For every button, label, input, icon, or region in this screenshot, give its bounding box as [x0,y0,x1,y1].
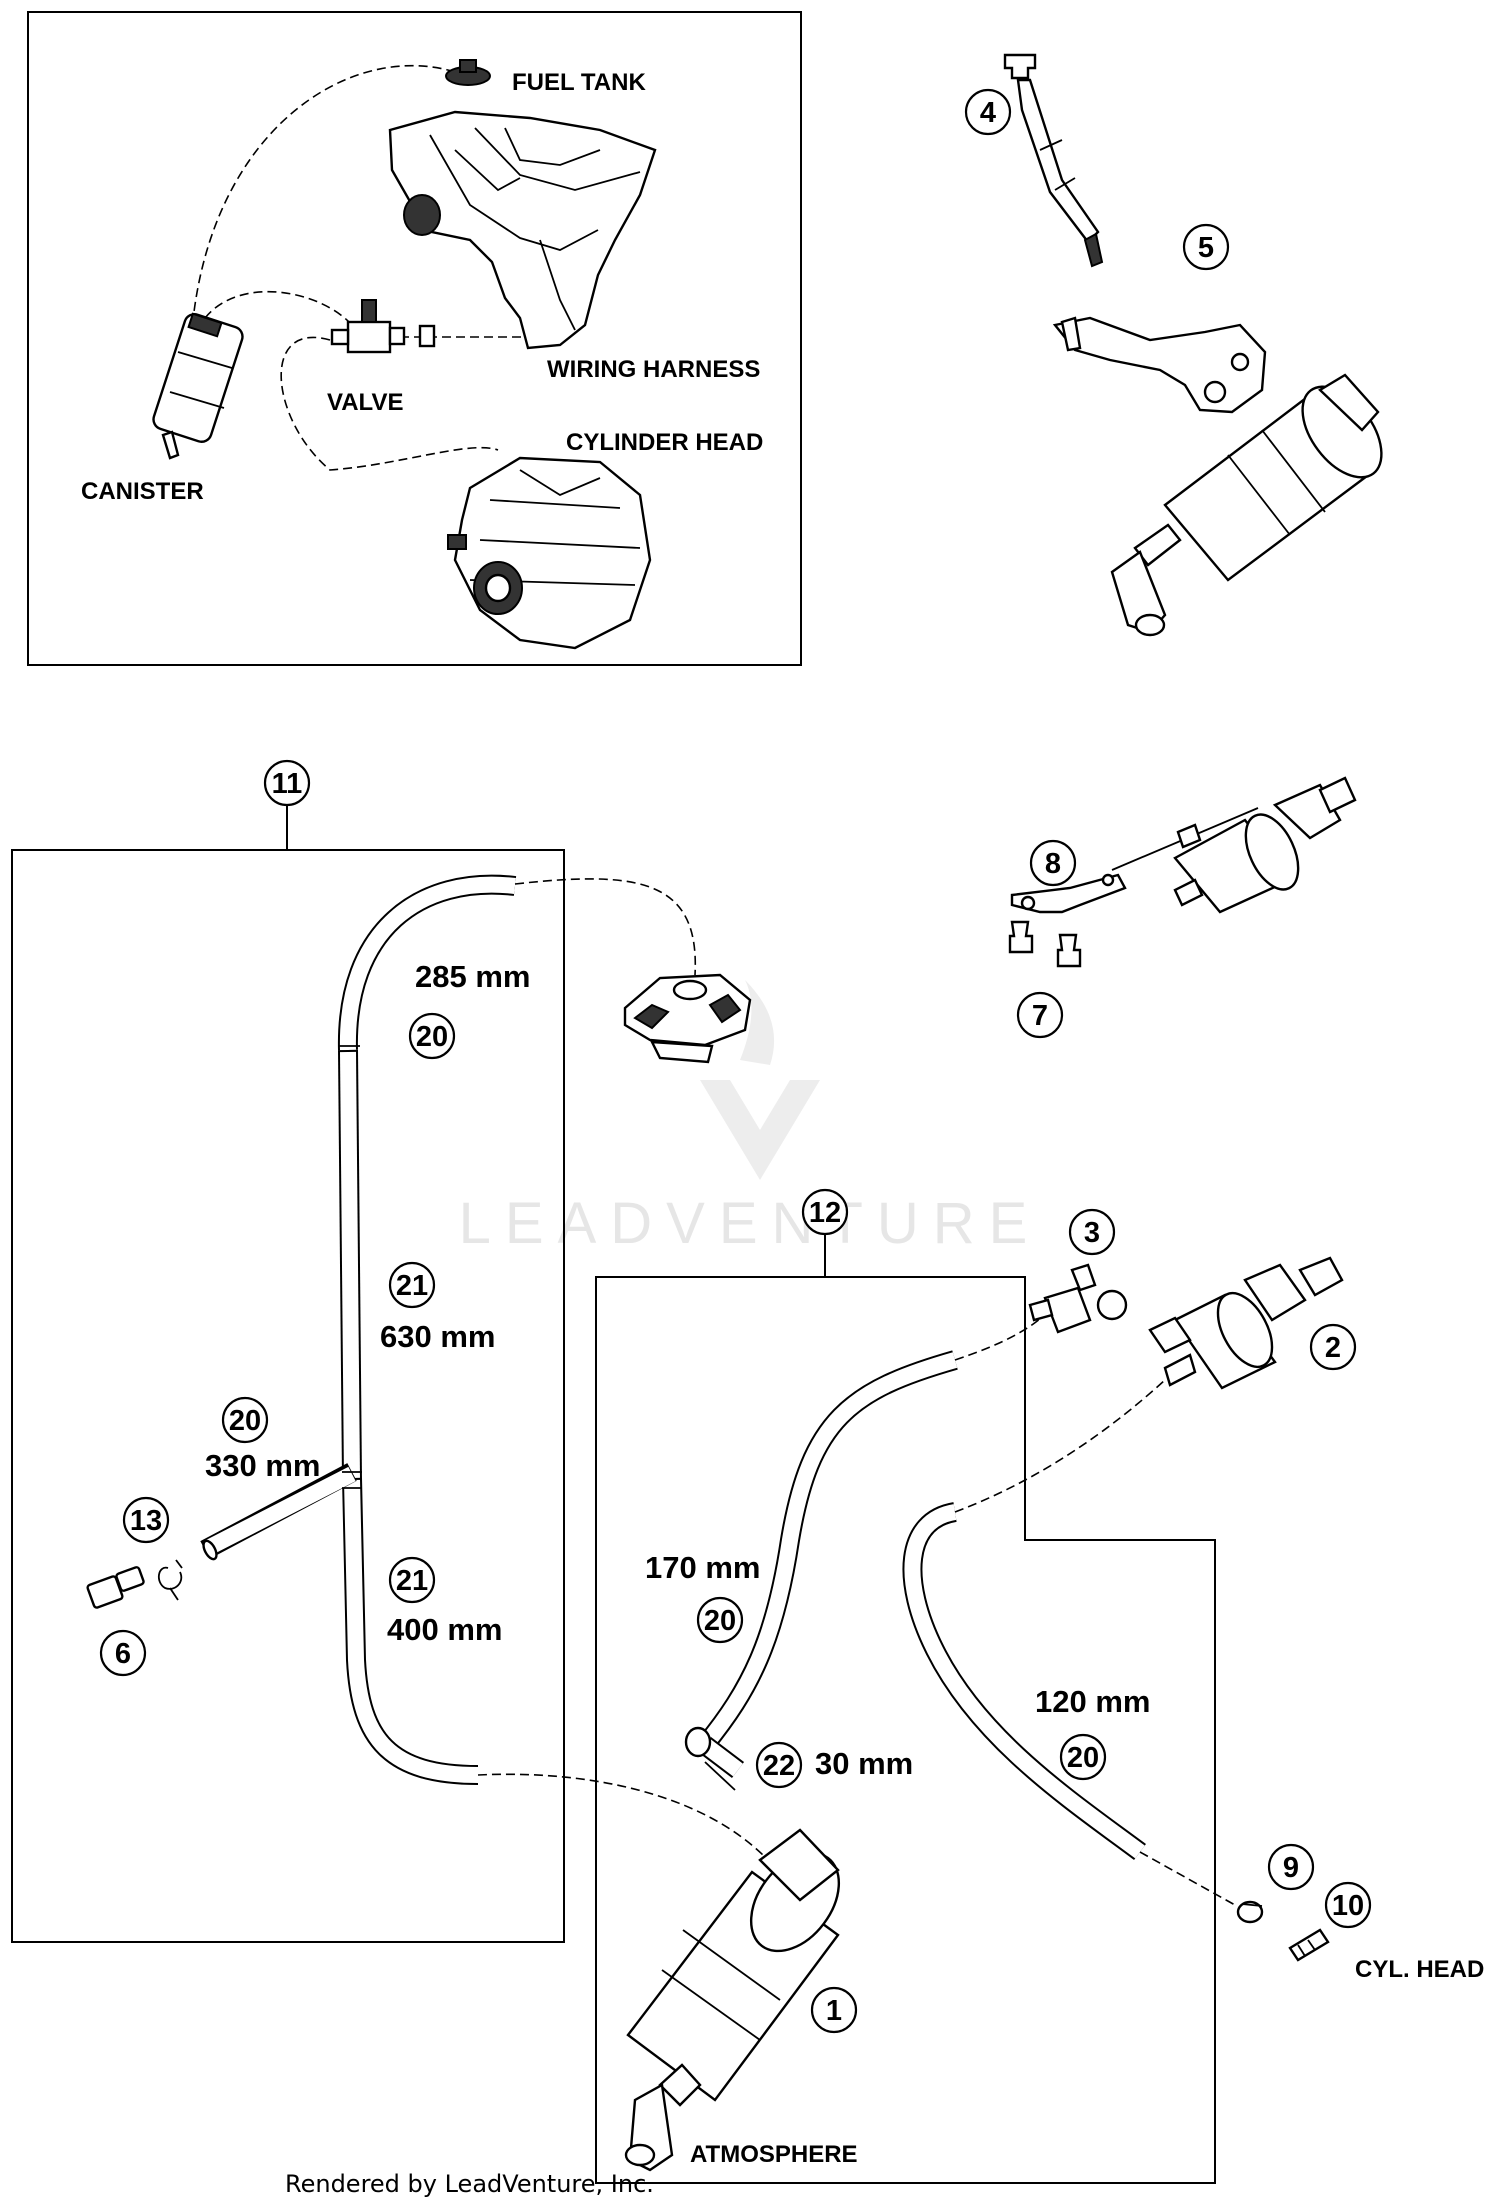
svg-text:20: 20 [416,1021,448,1053]
callout-20-330: 20 [221,1396,269,1444]
svg-text:8: 8 [1045,848,1061,880]
cyl-head-label: CYL. HEAD [1355,1956,1484,1983]
overview-panel: FUEL TANK CANISTER VALVE WIRING HARNESS [27,11,802,666]
svg-text:9: 9 [1283,1852,1299,1884]
dim-170: 170 mm [645,1550,760,1585]
svg-text:6: 6 [115,1638,131,1670]
svg-text:20: 20 [704,1605,736,1637]
valve-2-icon [1148,1256,1344,1390]
svg-text:2: 2 [1325,1332,1341,1364]
canister-label: CANISTER [81,478,204,505]
bracket-5-icon [1052,316,1267,414]
fuel-tank-cap-box11-icon [623,973,752,1064]
fuel-tank-label: FUEL TANK [512,69,646,96]
assembly-12-frame [595,1276,1216,2184]
watermark-text: LEADVENTURE [459,1191,1042,1256]
connector-3-icon [1028,1263,1128,1334]
svg-text:11: 11 [272,768,303,800]
callout-1: 1 [810,1986,858,2034]
canister-overview-icon [152,312,244,460]
svg-text:21: 21 [396,1270,428,1302]
screws-7-icon [1008,920,1082,968]
svg-text:20: 20 [1067,1742,1099,1774]
callout-4: 4 [964,88,1012,136]
svg-text:12: 12 [809,1197,841,1229]
svg-text:21: 21 [396,1565,428,1597]
callout-20-170: 20 [696,1596,744,1644]
callout-12: 12 [801,1188,849,1236]
dim-400: 400 mm [387,1612,502,1647]
valve-assembly-8-icon [1111,776,1357,914]
svg-text:10: 10 [1332,1890,1364,1922]
assembly-11-frame [11,849,565,1943]
watermark: LEADVENTURE [459,980,1042,1256]
dash-285-to-cap [514,878,697,976]
callout-7: 7 [1016,991,1064,1039]
overview-frame [27,11,802,666]
footer-credit: Rendered by LeadVenture, Inc. [285,2170,654,2198]
fuel-tank-icon [388,110,657,350]
bracket-8-icon [1010,873,1127,914]
svg-text:4: 4 [980,97,996,129]
atmosphere-label: ATMOSPHERE [690,2141,858,2168]
fitting-6-icon [86,1566,145,1609]
svg-text:22: 22 [763,1750,795,1782]
hoses-box-11 [200,874,517,1785]
valve-label: VALVE [327,389,403,416]
dim-330: 330 mm [205,1448,320,1483]
svg-text:7: 7 [1032,1000,1048,1032]
dash-120-to-2 [954,1379,1166,1513]
hose-22-icon [704,1761,736,1791]
fuel-tank-cap-icon [445,59,491,86]
callout-20-120: 20 [1059,1733,1107,1781]
callout-5: 5 [1182,223,1230,271]
callout-21-400: 21 [388,1556,436,1604]
svg-text:1: 1 [826,1995,842,2027]
callout-21-630: 21 [388,1261,436,1309]
clamp-9-icon [1236,1900,1264,1924]
dim-285: 285 mm [415,959,530,994]
callout-3: 3 [1068,1208,1116,1256]
svg-text:20: 20 [229,1405,261,1437]
dash-120-to-9 [1139,1851,1236,1906]
clip-13-icon [158,1559,183,1601]
svg-text:13: 13 [130,1505,162,1537]
hoses-box-12 [684,1350,1146,1861]
hose-clip-4-icon [1003,53,1104,268]
dash-400-to-canister [477,1773,769,1861]
dim-120: 120 mm [1035,1684,1150,1719]
callout-9: 9 [1267,1843,1315,1891]
callout-11: 11 [263,759,311,807]
dim-30: 30 mm [815,1746,913,1781]
fitting-10-icon [1288,1928,1330,1962]
dim-630: 630 mm [380,1319,495,1354]
cylinder-head-icon [447,456,652,650]
callout-20-285: 20 [408,1012,456,1060]
valve-overview-icon [330,299,436,354]
canister-top-right-icon [1110,373,1383,637]
callout-8: 8 [1029,839,1077,887]
cylinder-head-label: CYLINDER HEAD [566,429,763,456]
canister-1-icon [624,1828,841,2172]
callout-22: 22 [755,1741,803,1789]
wiring-harness-label: WIRING HARNESS [547,356,760,383]
watermark-logo-icon [700,980,820,1180]
svg-text:5: 5 [1198,232,1214,264]
callout-10: 10 [1324,1881,1372,1929]
callout-6: 6 [99,1629,147,1677]
callout-2: 2 [1309,1323,1357,1371]
svg-text:3: 3 [1084,1217,1100,1249]
callout-13: 13 [122,1496,170,1544]
